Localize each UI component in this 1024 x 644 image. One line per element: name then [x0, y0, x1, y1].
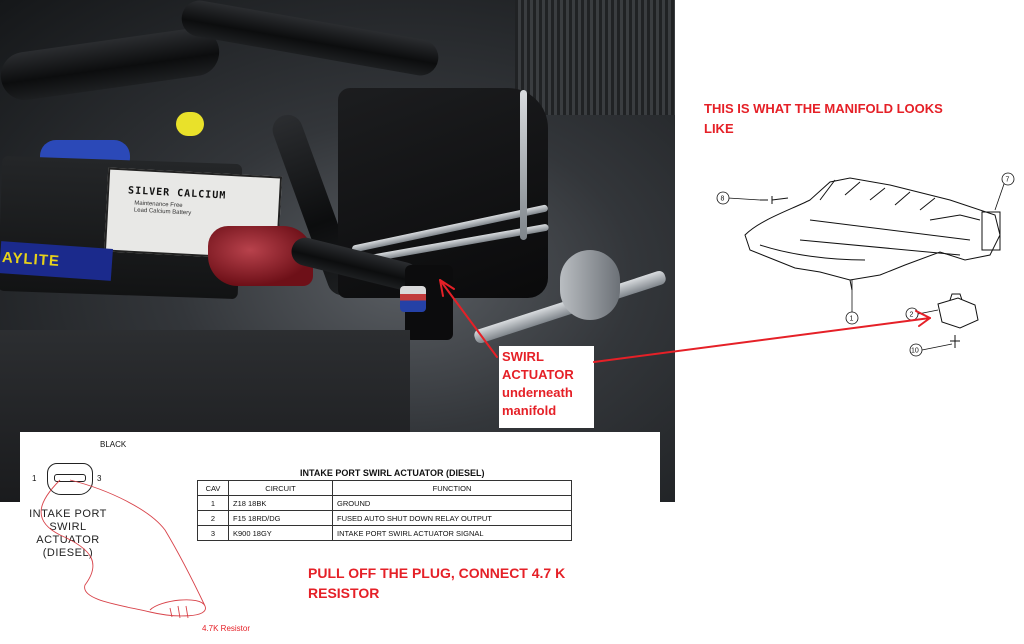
- callout-7: 7: [1006, 177, 1010, 184]
- table-cell: FUSED AUTO SHUT DOWN RELAY OUTPUT: [332, 510, 572, 526]
- actuator-shape: [937, 293, 979, 329]
- hose: [178, 0, 442, 79]
- swirl-label-background: [499, 346, 594, 428]
- table-cell: INTAKE PORT SWIRL ACTUATOR SIGNAL: [332, 525, 572, 541]
- fuel-line: [520, 90, 527, 240]
- screw-10-shape: [950, 335, 960, 348]
- manifold-detail: [759, 214, 981, 291]
- table-cell: Z18 18BK: [228, 495, 333, 511]
- table-row: 3 K900 18GY INTAKE PORT SWIRL ACTUATOR S…: [197, 525, 572, 541]
- manifold-outline: [744, 177, 1001, 281]
- manifold-flange: [981, 211, 1001, 251]
- callout-1: 1: [850, 316, 854, 323]
- connector-pins: [54, 474, 86, 482]
- connector-caption: INTAKE PORT SWIRL ACTUATOR (DIESEL): [29, 508, 107, 559]
- callout-10: 10: [911, 348, 919, 355]
- table-cell: 1: [197, 495, 229, 511]
- table-header-row: CAV CIRCUIT FUNCTION: [197, 480, 572, 496]
- table-header: FUNCTION: [332, 480, 572, 496]
- pin-3-label: 3: [97, 474, 102, 483]
- battery-sub-text: Maintenance Free Lead Calcium Battery: [133, 200, 192, 217]
- table-header: CIRCUIT: [228, 480, 333, 496]
- table-header: CAV: [197, 480, 229, 496]
- manifold-runners: [799, 179, 971, 256]
- bolt-8-shape: [760, 196, 789, 204]
- table-cell: GROUND: [332, 495, 572, 511]
- dipstick-cap: [176, 112, 204, 136]
- leader-lines: [727, 183, 1005, 351]
- callout-2: 2: [910, 312, 914, 319]
- ac-line: [560, 250, 620, 320]
- cowl-grille: [515, 0, 675, 115]
- callout-8: 8: [721, 196, 725, 203]
- table-row: 2 F15 18RD/DG FUSED AUTO SHUT DOWN RELAY…: [197, 510, 572, 526]
- swirl-actuator-label: SWIRL ACTUATOR underneath manifold: [502, 349, 574, 418]
- manifold-line-drawing: 8 7 1 2 10: [716, 172, 1015, 357]
- table-cell: 2: [197, 510, 229, 526]
- instruction-note: PULL OFF THE PLUG, CONNECT 4.7 K RESISTO…: [308, 565, 566, 601]
- table-cell: 3: [197, 525, 229, 541]
- table-title: INTAKE PORT SWIRL ACTUATOR (DIESEL): [300, 468, 485, 478]
- table-cell: F15 18RD/DG: [228, 510, 333, 526]
- black-label: BLACK: [100, 440, 127, 449]
- cavity-table: CAV CIRCUIT FUNCTION 1 Z18 18BK GROUND 2…: [197, 480, 572, 541]
- resistor-label: 4.7K Resistor: [202, 624, 251, 633]
- pin-1-label: 1: [32, 474, 37, 483]
- table-cell: K900 18GY: [228, 525, 333, 541]
- hose: [0, 24, 223, 104]
- manifold-note: THIS IS WHAT THE MANIFOLD LOOKS LIKE: [704, 101, 943, 136]
- table-row: 1 Z18 18BK GROUND: [197, 495, 572, 511]
- actuator-plug: [400, 286, 426, 312]
